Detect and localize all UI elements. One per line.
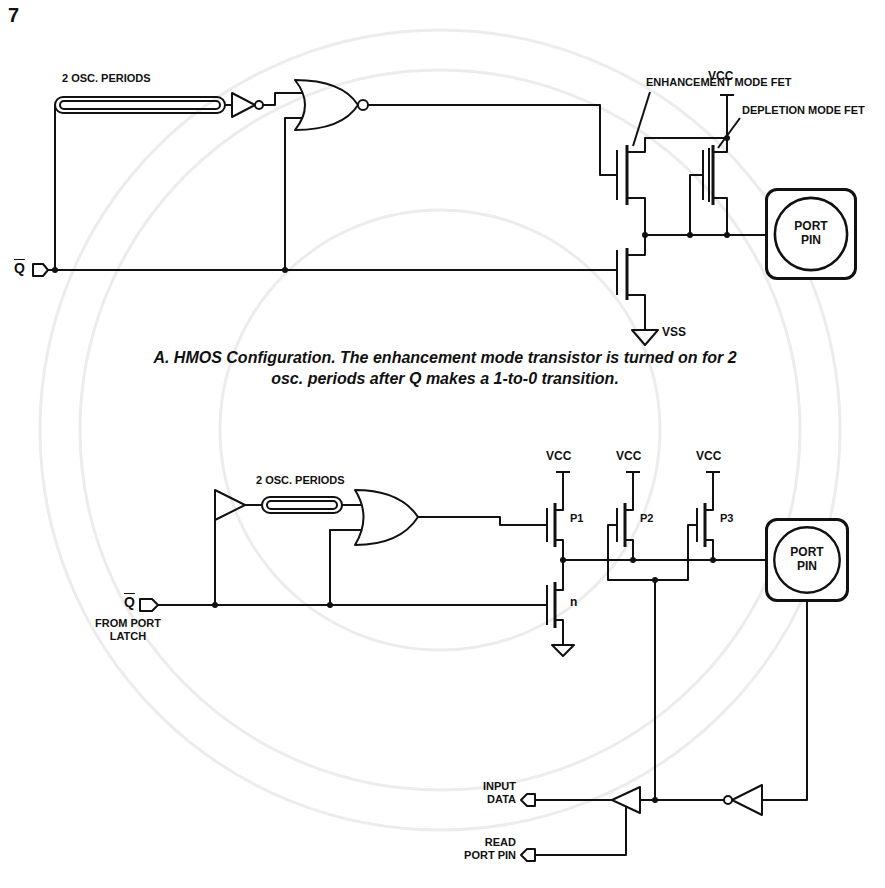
label-wrap: VCC (696, 450, 746, 464)
label-wrap: VCC (546, 450, 596, 464)
signal-label: VSS (662, 326, 702, 340)
signal-label: Q (124, 594, 140, 610)
signal-label: P1 (570, 512, 594, 525)
label-wrap: P3 (720, 512, 744, 525)
signal-label: n (570, 596, 590, 610)
signal-label: P3 (720, 512, 744, 525)
signal-label: VCC (696, 450, 746, 464)
pin-label: PORT PIN (788, 220, 834, 248)
signal-label: ENHANCEMENT MODE FET (646, 76, 846, 89)
label-wrap: Q (14, 260, 30, 276)
caption-wrap: A. HMOS Configuration. The enhancement m… (150, 348, 740, 390)
port-pin: PORT PIN (765, 518, 849, 602)
signal-label: P2 (640, 512, 664, 525)
signal-label: 2 OSC. PERIODS (256, 474, 396, 487)
port-pin: PORT PIN (765, 188, 857, 280)
label-wrap: VSS (662, 326, 702, 340)
signal-label: DEPLETION MODE FET (742, 104, 882, 117)
signal-label: VCC (546, 450, 596, 464)
label-wrap: n (570, 596, 590, 610)
signal-label: READ PORT PIN (456, 836, 516, 861)
label-wrap: DEPLETION MODE FET (742, 104, 882, 117)
label-wrap: ENHANCEMENT MODE FET (646, 76, 846, 89)
label-wrap: P2 (640, 512, 664, 525)
signal-label: Q (14, 260, 30, 276)
label-wrap: P1 (570, 512, 594, 525)
signal-label: VCC (616, 450, 666, 464)
signal-label: INPUT DATA (462, 780, 516, 805)
figure-caption: A. HMOS Configuration. The enhancement m… (150, 348, 740, 390)
label-wrap: Q (124, 594, 140, 610)
label-wrap: INPUT DATA (462, 780, 516, 805)
signal-label: 2 OSC. PERIODS (62, 72, 212, 85)
label-wrap: FROM PORT LATCH (78, 617, 178, 642)
pin-label: PORT PIN (784, 546, 830, 574)
label-wrap: READ PORT PIN (456, 836, 516, 861)
signal-label: FROM PORT LATCH (78, 617, 178, 642)
label-wrap: 2 OSC. PERIODS (256, 474, 396, 487)
label-wrap: 2 OSC. PERIODS (62, 72, 212, 85)
label-wrap: VCC (616, 450, 666, 464)
label-wrap: 7 (8, 4, 38, 27)
signal-label: 7 (8, 4, 38, 27)
